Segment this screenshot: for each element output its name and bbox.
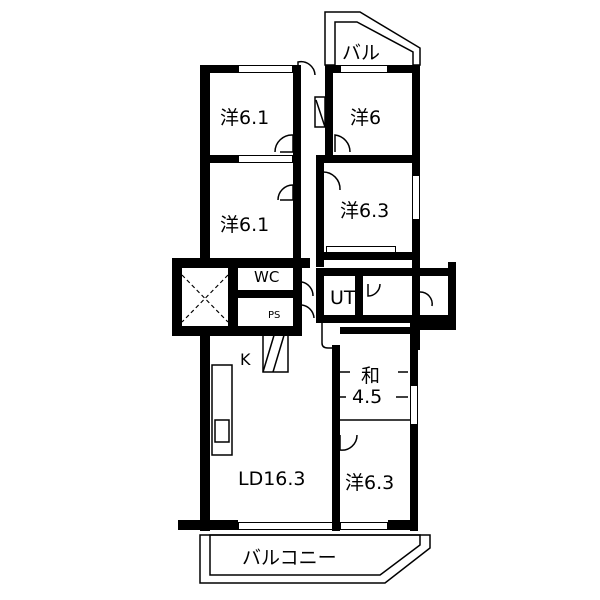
window xyxy=(326,246,396,253)
wall xyxy=(325,65,333,160)
room-label-western-4: 洋6.3 xyxy=(340,200,390,222)
room-label-western-5: 洋6.3 xyxy=(345,472,395,494)
wall xyxy=(410,320,456,330)
wall xyxy=(340,327,412,334)
wall xyxy=(332,345,340,531)
window xyxy=(410,385,418,425)
wall xyxy=(200,336,210,531)
wall xyxy=(228,268,238,326)
room-label-ld: LD16.3 xyxy=(238,468,306,490)
window xyxy=(238,65,293,73)
wall xyxy=(410,330,418,531)
wall xyxy=(172,258,182,336)
window xyxy=(412,175,420,220)
room-label-ut: UT xyxy=(330,287,356,309)
wall xyxy=(316,268,324,320)
wall xyxy=(293,258,302,336)
room-label-western-1: 洋6.1 xyxy=(220,107,270,129)
wall xyxy=(316,252,420,260)
room-label-japanese: 和 xyxy=(361,365,381,387)
wall xyxy=(172,258,310,268)
room-label-kitchen: K xyxy=(240,350,251,369)
window xyxy=(340,65,388,73)
room-label-wc: WC xyxy=(254,268,280,286)
wall xyxy=(293,65,301,265)
wall xyxy=(316,155,420,163)
wall xyxy=(316,315,456,323)
wall xyxy=(172,326,302,336)
wall xyxy=(448,262,456,330)
window xyxy=(340,522,388,530)
room-label-ps: PS xyxy=(268,310,281,321)
wall xyxy=(388,520,418,530)
wall xyxy=(238,290,293,298)
wall xyxy=(200,65,210,265)
wall xyxy=(355,276,363,316)
room-label-western-2: 洋6 xyxy=(350,107,382,129)
room-label-western-3: 洋6.1 xyxy=(220,214,270,236)
room-size-japanese: 4.5 xyxy=(352,386,383,408)
balcony-label-top: バル xyxy=(342,42,381,64)
window xyxy=(238,522,333,530)
window xyxy=(238,155,293,163)
balcony-label-bottom: バルコニー xyxy=(242,547,337,569)
wall xyxy=(316,155,324,267)
wall xyxy=(178,520,238,530)
wall xyxy=(316,268,456,276)
